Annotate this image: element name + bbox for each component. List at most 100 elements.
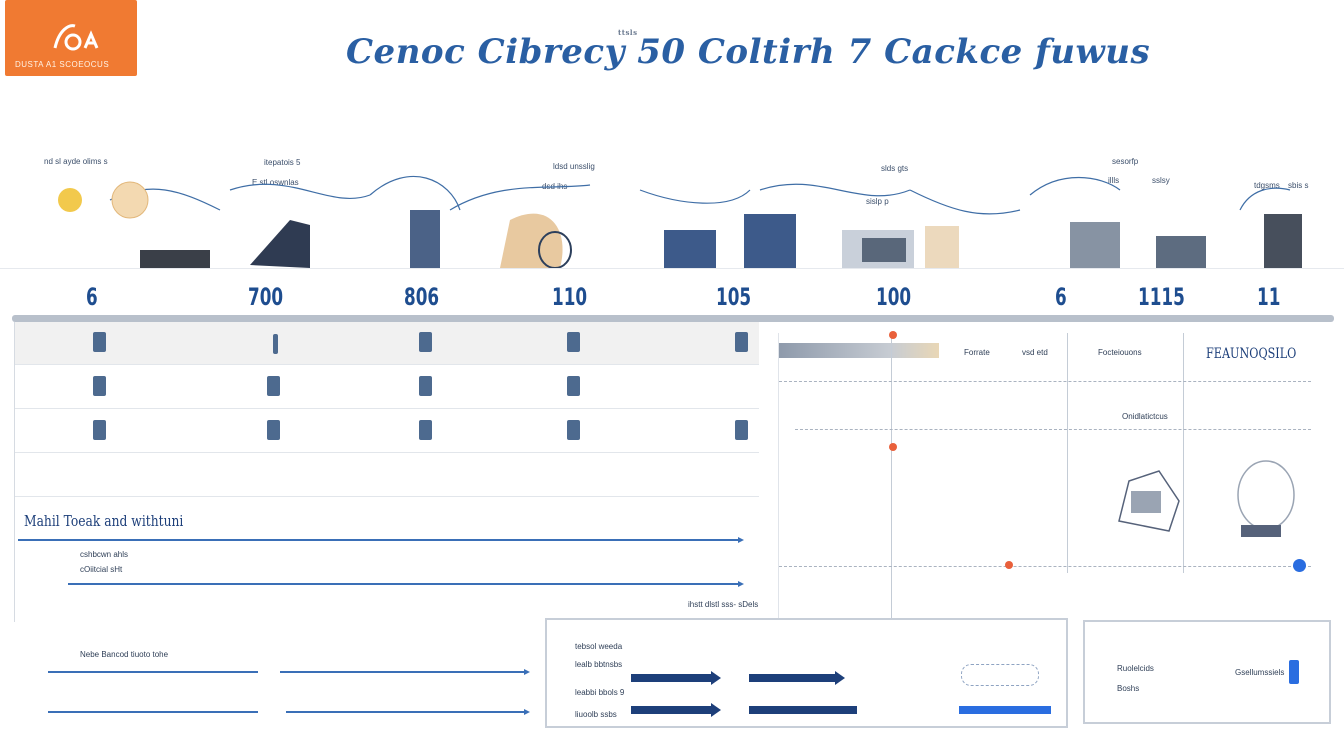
grid-line xyxy=(779,381,1311,382)
device-icon[interactable] xyxy=(93,332,106,352)
divider xyxy=(0,268,1344,269)
info-label: Ruolelcids xyxy=(1117,664,1154,673)
arrow-icon xyxy=(524,669,530,675)
flow-arrow xyxy=(749,674,835,682)
process-label: tebsol weeda xyxy=(575,642,623,651)
bracket-icon xyxy=(1289,660,1299,684)
process-label: leabbi bbols 9 xyxy=(575,688,625,697)
stage-number: 1115 xyxy=(1138,283,1185,311)
top-label: illls xyxy=(1108,176,1120,185)
connector-icon xyxy=(961,664,1039,686)
grid-line xyxy=(1067,333,1068,573)
flow-line xyxy=(286,711,524,713)
panel-header-bar xyxy=(12,315,1334,322)
flow-line xyxy=(48,711,258,713)
bottom-note: ihstt dlstl sss- sDels xyxy=(688,600,759,609)
logo-mark-icon xyxy=(53,24,99,51)
legend-line-label: cshbcwn ahls xyxy=(80,550,129,559)
mid-label: Onidlatictcus xyxy=(1122,412,1168,421)
stage-number: 100 xyxy=(876,283,912,311)
arrow-icon xyxy=(524,709,530,715)
stage-number: 700 xyxy=(248,283,284,311)
column-header: Forrate xyxy=(964,348,990,357)
flow-line xyxy=(280,671,524,673)
status-grid xyxy=(14,322,759,622)
flow-line xyxy=(48,671,258,673)
footer-caption: Nebe Bancod tiuoto tohe xyxy=(80,650,169,659)
detail-panel xyxy=(778,331,1311,618)
title-small-label: ttsls xyxy=(618,28,638,37)
device-icon[interactable] xyxy=(419,420,432,440)
top-label: slds gts xyxy=(881,164,909,173)
table-row xyxy=(15,366,759,409)
device-icon[interactable] xyxy=(735,332,748,352)
process-label: lealb bbtnsbs xyxy=(575,660,623,669)
table-row xyxy=(15,454,759,497)
device-icon[interactable] xyxy=(567,332,580,352)
top-label: sislp p xyxy=(866,197,889,206)
stage-number: 6 xyxy=(86,283,98,311)
dispenser-icon xyxy=(1118,470,1180,532)
info-label: Gsellumssiels xyxy=(1235,668,1285,677)
stage-number: 110 xyxy=(552,283,588,311)
arrow-icon xyxy=(711,703,721,717)
device-icon[interactable] xyxy=(267,376,280,396)
equipment-icon xyxy=(1237,460,1295,537)
connector-lines xyxy=(109,176,1291,215)
top-label: nd sl ayde olims s xyxy=(44,157,108,166)
arrow-icon xyxy=(835,671,845,685)
process-label: liuoolb ssbs xyxy=(575,710,617,719)
logo-subtext: DUSTA A1 SCOEOCUS xyxy=(15,60,110,69)
arrow-icon xyxy=(738,581,744,587)
brand-logo: DUSTA A1 SCOEOCUS xyxy=(5,0,137,76)
top-label: tdgsms xyxy=(1254,181,1280,190)
marker-icon xyxy=(889,331,897,339)
table-row xyxy=(15,410,759,453)
top-label: E stl oswnlas xyxy=(252,178,299,187)
arrow-icon xyxy=(738,537,744,543)
legend-line-label: cOiitcial sHt xyxy=(80,565,123,574)
header-fill xyxy=(779,343,939,358)
device-icon[interactable] xyxy=(93,376,106,396)
marker-icon xyxy=(889,443,897,451)
device-icon[interactable] xyxy=(735,420,748,440)
page-title-text: Cenoc Cibrecy 50 Coltirh 7 Cackce fuwus xyxy=(346,32,1151,72)
progress-bar xyxy=(959,706,1051,714)
stage-number: 105 xyxy=(716,283,752,311)
top-label: sslsy xyxy=(1152,176,1170,185)
page-title: Cenoc Cibrecy 50 Coltirh 7 Cackce fuwus … xyxy=(346,28,1151,72)
device-icon[interactable] xyxy=(267,420,280,440)
device-icon[interactable] xyxy=(567,420,580,440)
column-header: Focteiouons xyxy=(1098,348,1142,357)
device-icon[interactable] xyxy=(93,420,106,440)
stage-number: 806 xyxy=(404,283,440,311)
device-icon[interactable] xyxy=(419,376,432,396)
flow-arrow xyxy=(749,706,857,714)
grid-line xyxy=(891,333,892,618)
top-label: sesorfp xyxy=(1112,157,1139,166)
top-label: ldsd unsslig xyxy=(553,162,595,171)
table-row xyxy=(15,322,759,365)
device-icon[interactable] xyxy=(419,332,432,352)
grid-line xyxy=(1183,333,1184,573)
stage-number: 11 xyxy=(1257,283,1281,311)
info-label: Boshs xyxy=(1117,684,1140,693)
equipment-icon xyxy=(58,181,1302,269)
device-icon[interactable] xyxy=(567,376,580,396)
flow-line xyxy=(68,583,738,585)
top-label: itepatois 5 xyxy=(264,158,301,167)
legend-title: Mahil Toeak and withtuni xyxy=(24,512,184,530)
process-box: tebsol weeda lealb bbtnsbs leabbi bbols … xyxy=(545,618,1068,728)
top-label: sbis s xyxy=(1288,181,1309,190)
equipment-illustration xyxy=(58,176,1302,269)
status-dot[interactable] xyxy=(1293,559,1306,572)
column-header: vsd etd xyxy=(1022,348,1048,357)
info-box: Ruolelcids Boshs Gsellumssiels xyxy=(1083,620,1331,724)
arrow-icon xyxy=(711,671,721,685)
detail-title: FEAUNOQSILO xyxy=(1206,346,1297,362)
grid-line xyxy=(795,429,1311,430)
flow-arrow xyxy=(631,706,711,714)
grid-line xyxy=(779,566,1311,567)
device-icon[interactable] xyxy=(273,334,278,354)
stage-number: 6 xyxy=(1055,283,1067,311)
